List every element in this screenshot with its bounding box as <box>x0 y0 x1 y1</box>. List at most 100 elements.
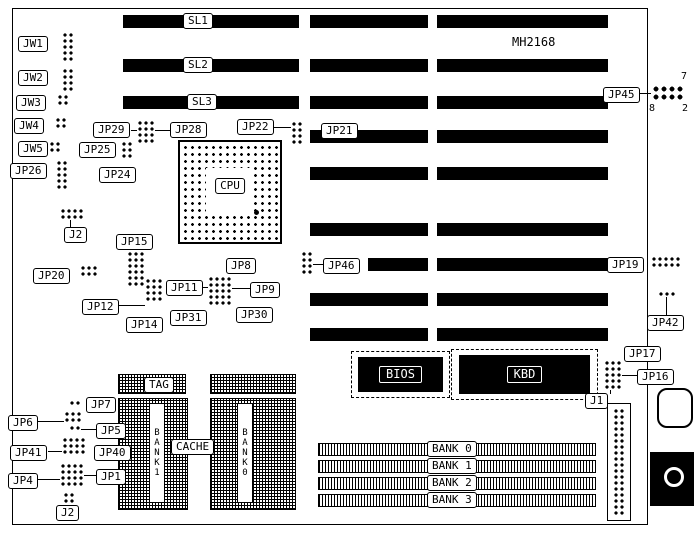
jp41-jp40-pin-header <box>62 437 86 455</box>
jumper-label-jw4: JW4 <box>14 118 44 134</box>
expansion-slot-bar <box>310 167 428 180</box>
expansion-slot-bar <box>437 96 608 109</box>
kbd-dashed-outline <box>451 349 598 400</box>
jumper-label-jp41: JP41 <box>10 445 47 461</box>
jumper-label-jp15: JP15 <box>116 234 153 250</box>
jumper-label-jp31: JP31 <box>170 310 207 326</box>
jp26-pin-header <box>56 160 68 190</box>
jp6-pin-header <box>64 411 82 423</box>
jumper-label-jw1: JW1 <box>18 36 48 52</box>
jumper-label-jw3: JW3 <box>16 95 46 111</box>
leader-line <box>155 130 170 131</box>
battery-connector <box>657 388 693 428</box>
expansion-slot-bar <box>437 293 608 306</box>
cache-label: CACHE <box>171 439 215 455</box>
jumper-label-j1: J1 <box>585 393 609 409</box>
power-connector-pins <box>613 408 625 516</box>
jumper-label-jp42: JP42 <box>647 315 684 331</box>
leader-line <box>70 220 71 228</box>
jumper-label-jw5: JW5 <box>18 141 48 157</box>
jumper-label-jp26: JP26 <box>10 163 47 179</box>
kbd-label: KBD <box>506 366 543 383</box>
jp7-pin-header <box>69 400 81 406</box>
jp45-pin-header <box>652 85 684 101</box>
leader-line <box>202 287 208 288</box>
jumper-label-jp8: JP8 <box>226 258 256 274</box>
bank3-label: BANK 3 <box>427 492 477 508</box>
jp46-pin-header <box>301 251 313 275</box>
leader-line <box>639 93 651 94</box>
jp15-pin-header <box>127 251 145 287</box>
jumper-label-jp21: JP21 <box>321 123 358 139</box>
leader-line <box>131 130 137 131</box>
expansion-slot-bar <box>310 15 428 28</box>
jumper-label-jp6: JP6 <box>8 415 38 431</box>
jumper-label-jp9: JP9 <box>250 282 280 298</box>
leader-line <box>48 451 62 452</box>
jumper-label-jp17: JP17 <box>624 346 661 362</box>
cache-bank0-chips <box>210 398 296 510</box>
bios-dashed-outline <box>351 351 450 398</box>
cache-bank1-label: BANK1 <box>149 403 165 503</box>
expansion-slot-bar <box>437 59 608 72</box>
jw3-pin-header <box>57 94 69 106</box>
jumper-label-jp40: JP40 <box>94 445 131 461</box>
leader-line <box>622 375 637 376</box>
leader-line <box>38 421 64 422</box>
jumper-label-jp5: JP5 <box>96 423 126 439</box>
slot-label-sl3: SL3 <box>187 94 217 110</box>
jumper-label-jp11: JP11 <box>166 280 203 296</box>
cpu-socket: CPU <box>178 140 282 244</box>
jumper-label-jp28: JP28 <box>170 122 207 138</box>
jumper-label-jp19: JP19 <box>607 257 644 273</box>
jp29-jp28-pin-header <box>137 120 155 144</box>
leader-line <box>610 390 611 394</box>
jumper-label-jp24: JP24 <box>99 167 136 183</box>
jumper-label-jp16: JP16 <box>637 369 674 385</box>
expansion-slot-bar <box>437 130 608 143</box>
jp12-jp11-pin-header <box>145 278 163 302</box>
bank0-label: BANK 0 <box>427 441 477 457</box>
expansion-slot-bar <box>437 258 608 271</box>
cpu-label: CPU <box>215 178 245 194</box>
jp45-pin7-number: 7 <box>681 71 688 82</box>
expansion-slot-bar <box>310 223 428 236</box>
jp45-pin2-number: 2 <box>682 103 689 114</box>
jp45-pin8-number: 8 <box>649 103 656 114</box>
jumper-label-jp30: JP30 <box>236 307 273 323</box>
jumper-label-jp25: JP25 <box>79 142 116 158</box>
jumper-label-jp45: JP45 <box>603 87 640 103</box>
board-outline <box>12 8 648 525</box>
jp17-jp16-j1-pin-header <box>604 360 622 390</box>
keyboard-din-opening <box>664 467 684 487</box>
jp19-pin-header <box>651 256 681 268</box>
leader-line <box>273 127 291 128</box>
leader-line <box>38 479 60 480</box>
cpu-pin1-dot <box>254 210 259 215</box>
leader-line <box>666 297 667 315</box>
leader-line <box>232 288 250 289</box>
jw2-pin-header <box>62 68 74 92</box>
jp25-pin-header <box>121 141 133 159</box>
bank1-label: BANK 1 <box>427 458 477 474</box>
cache-bank0-label: BANK0 <box>237 403 253 503</box>
leader-line <box>118 305 145 306</box>
jumper-label-jp29: JP29 <box>93 122 130 138</box>
expansion-slot-bar <box>310 293 428 306</box>
jw4-pin-header <box>55 117 67 129</box>
kbd-controller-chip: KBD <box>459 355 590 394</box>
jumper-label-jp1: JP1 <box>96 469 126 485</box>
jumper-label-j2-top: J2 <box>64 227 88 243</box>
jw1-pin-header <box>62 32 74 62</box>
jp20-pin-header <box>80 265 98 277</box>
expansion-slot-bar <box>437 15 608 28</box>
leader-line <box>81 429 96 430</box>
jumper-label-jp20: JP20 <box>33 268 70 284</box>
bios-label: BIOS <box>379 366 422 383</box>
cache-ram-chip <box>210 374 296 394</box>
jp4-jp1-pin-header <box>60 463 84 487</box>
jumper-label-jp7: JP7 <box>86 397 116 413</box>
keyboard-din-connector <box>650 452 694 506</box>
jumper-label-jp4: JP4 <box>8 473 38 489</box>
